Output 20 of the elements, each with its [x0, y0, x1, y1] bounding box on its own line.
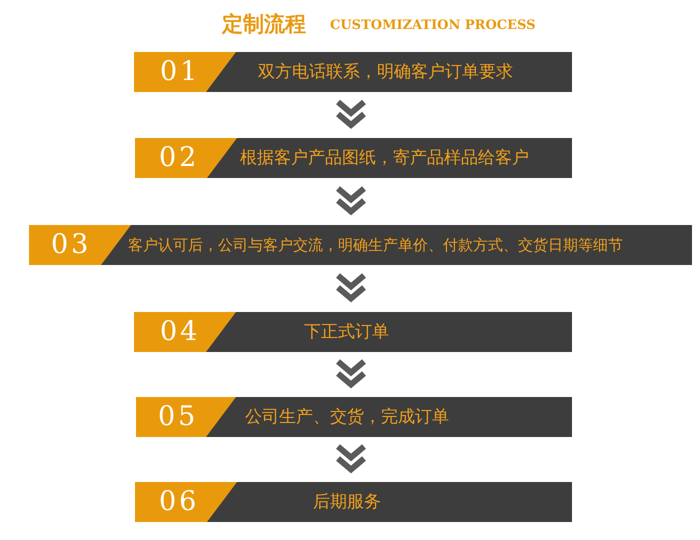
step-text: 公司生产、交货，完成订单	[245, 406, 449, 429]
step-number: 05	[158, 400, 198, 434]
step-text: 双方电话联系，明确客户订单要求	[258, 61, 513, 84]
step-number: 04	[160, 315, 200, 349]
step-text: 根据客户产品图纸，寄产品样品给客户	[240, 147, 529, 170]
step-text: 客户认可后，公司与客户交流，明确生产单价、付款方式、交货日期等细节	[128, 235, 623, 256]
step-band	[135, 482, 572, 522]
step-band	[134, 52, 572, 92]
title: 定制流程	[222, 11, 306, 38]
step-number: 01	[160, 55, 200, 89]
step-band	[136, 397, 572, 437]
subtitle: CUSTOMIZATION PROCESS	[330, 18, 536, 33]
step-band	[135, 138, 572, 178]
step-text: 后期服务	[313, 491, 381, 514]
step-band	[134, 312, 572, 352]
step-number: 06	[159, 485, 200, 519]
step-text: 下正式订单	[304, 321, 389, 344]
step-band	[29, 225, 692, 265]
step-number: 03	[51, 228, 92, 262]
step-number: 02	[159, 141, 200, 175]
